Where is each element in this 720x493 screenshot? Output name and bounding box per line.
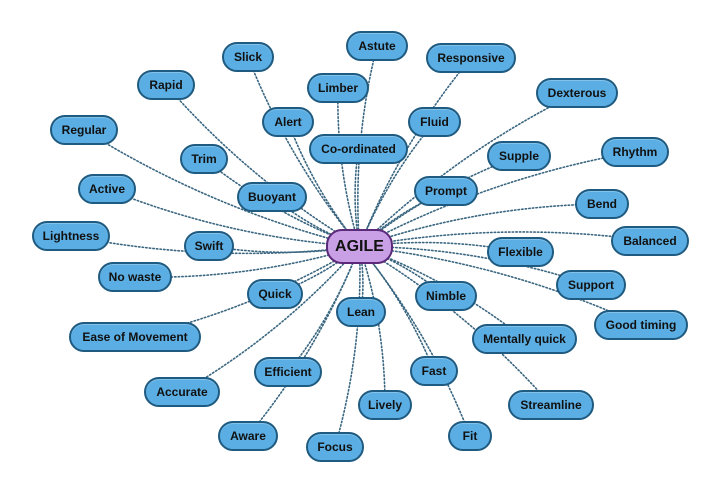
connector-line — [358, 245, 642, 326]
connector-line — [337, 87, 361, 248]
node-aware: Aware — [218, 421, 278, 451]
node-good-timing: Good timing — [594, 310, 688, 340]
node-alert: Alert — [262, 107, 314, 137]
center-node-agile: AGILE — [326, 229, 393, 264]
connector-line — [165, 84, 361, 248]
node-trim: Trim — [180, 144, 228, 174]
node-dexterous: Dexterous — [536, 78, 618, 108]
node-efficient: Efficient — [254, 357, 322, 387]
connector-line — [334, 245, 361, 448]
node-focus: Focus — [306, 432, 364, 462]
node-lightness: Lightness — [32, 221, 110, 251]
connector-line — [181, 245, 361, 393]
node-flexible: Flexible — [487, 237, 554, 267]
node-astute: Astute — [346, 31, 408, 61]
node-streamline: Streamline — [508, 390, 594, 420]
node-fit: Fit — [448, 421, 492, 451]
connector-line — [358, 245, 471, 437]
connector-line — [287, 245, 361, 373]
node-fast: Fast — [410, 356, 458, 386]
node-nimble: Nimble — [415, 281, 477, 311]
node-swift: Swift — [184, 231, 234, 261]
node-prompt: Prompt — [414, 176, 478, 206]
node-ease-of-movement: Ease of Movement — [69, 322, 201, 352]
connector-line — [358, 92, 578, 248]
node-slick: Slick — [222, 42, 274, 72]
connector-line — [358, 203, 603, 248]
connector-line — [83, 129, 361, 248]
node-supple: Supple — [487, 141, 551, 171]
node-no-waste: No waste — [98, 262, 172, 292]
node-lean: Lean — [336, 297, 386, 327]
node-balanced: Balanced — [611, 226, 689, 256]
node-quick: Quick — [247, 279, 303, 309]
node-regular: Regular — [50, 115, 118, 145]
node-accurate: Accurate — [144, 377, 220, 407]
node-mentally-quick: Mentally quick — [472, 324, 577, 354]
node-support: Support — [556, 270, 626, 300]
node-lively: Lively — [358, 390, 412, 420]
node-rhythm: Rhythm — [601, 137, 669, 167]
node-bend: Bend — [575, 189, 629, 219]
node-fluid: Fluid — [408, 107, 461, 137]
node-rapid: Rapid — [137, 70, 195, 100]
connector-line — [358, 151, 636, 248]
node-responsive: Responsive — [426, 43, 516, 73]
node-co-ordinated: Co-ordinated — [309, 134, 408, 164]
connector-line — [247, 245, 361, 437]
node-limber: Limber — [307, 73, 369, 103]
node-buoyant: Buoyant — [237, 182, 307, 212]
node-active: Active — [78, 174, 136, 204]
